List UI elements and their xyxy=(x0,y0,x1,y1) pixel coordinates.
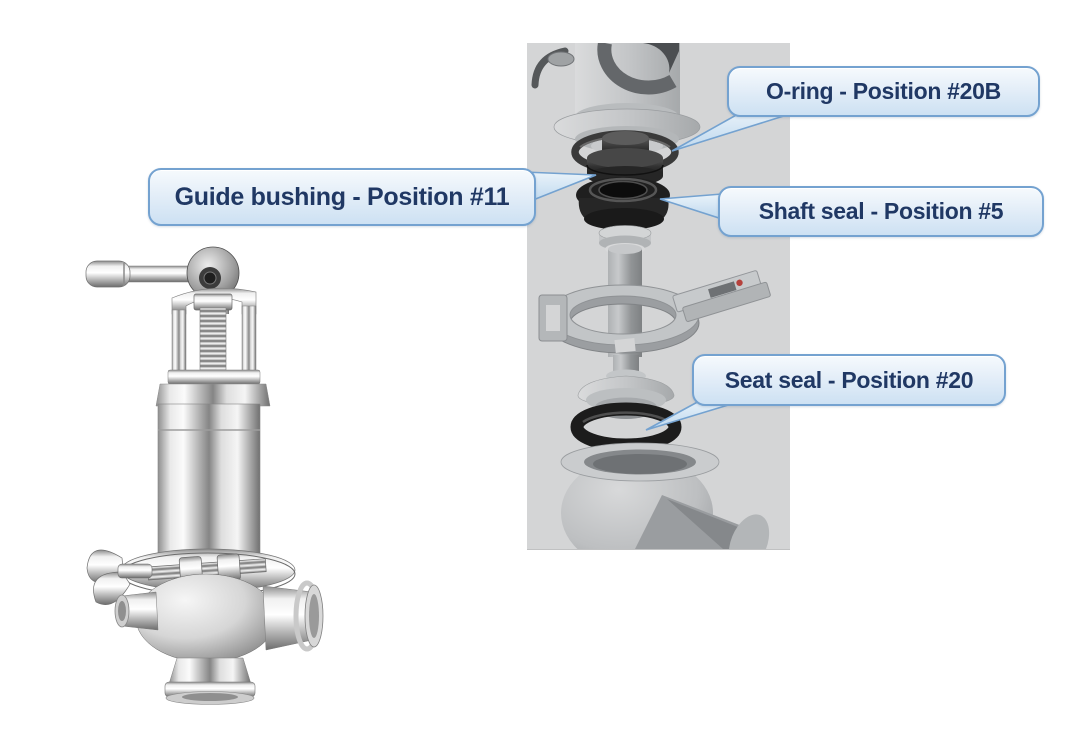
spring-housing xyxy=(155,383,271,570)
clamp-ring-part xyxy=(538,270,771,354)
valve-body xyxy=(114,573,324,705)
callout-guide-bushing: Guide bushing - Position #11 xyxy=(148,168,536,226)
callout-shaft-seal-label: Shaft seal - Position #5 xyxy=(758,198,1004,224)
seat-seal-part xyxy=(570,402,682,452)
valve-body-part xyxy=(560,442,770,549)
clamp-red-accent xyxy=(736,279,743,286)
tri-clamp xyxy=(86,548,296,605)
side-ferrule xyxy=(262,580,324,652)
adjusting-yoke xyxy=(167,287,261,385)
assembled-valve-photo xyxy=(85,246,324,705)
callout-seat-seal-label: Seat seal - Position #20 xyxy=(724,366,974,393)
side-port xyxy=(114,591,159,631)
callout-seat-seal: Seat seal - Position #20 xyxy=(692,354,1006,406)
wing-nut xyxy=(86,549,153,605)
callout-guide-bushing-label: Guide bushing - Position #11 xyxy=(174,182,510,211)
bottom-ferrule xyxy=(164,657,256,705)
callout-shaft-seal: Shaft seal - Position #5 xyxy=(718,186,1044,237)
shaft-seal-part xyxy=(576,177,670,230)
exploded-view-drawing xyxy=(531,43,771,549)
exploded-view-panel xyxy=(527,43,790,550)
callout-o-ring: O-ring - Position #20B xyxy=(727,66,1040,117)
callout-o-ring-label: O-ring - Position #20B xyxy=(766,78,1001,104)
lever-handle xyxy=(85,246,240,314)
